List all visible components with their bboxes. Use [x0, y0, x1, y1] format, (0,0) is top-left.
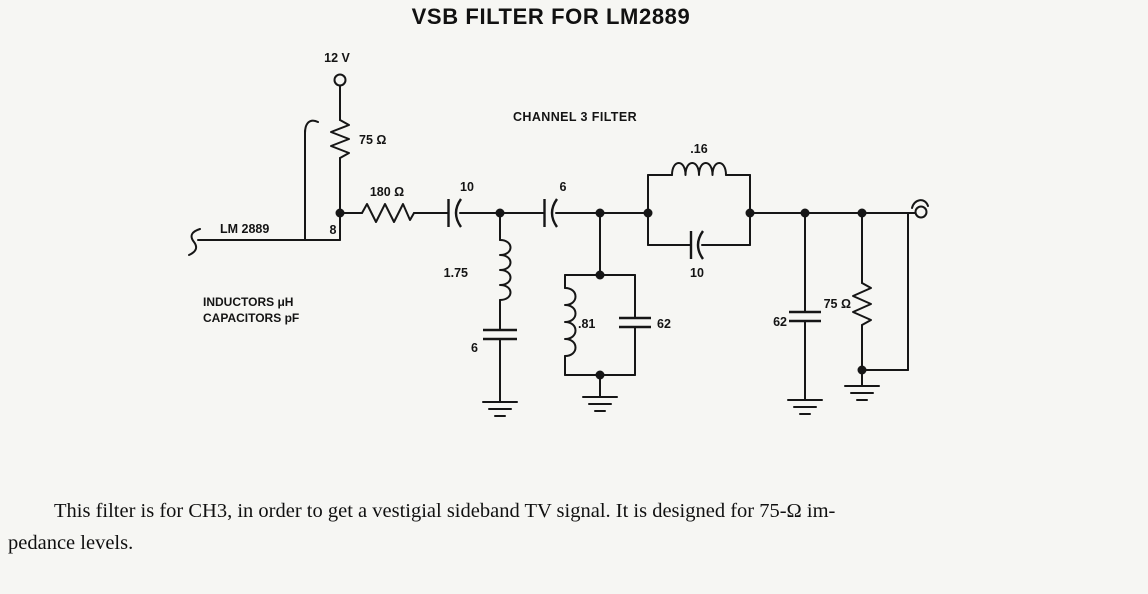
series-cap1-label: 10	[460, 180, 474, 194]
resistor-zigzag	[852, 282, 872, 326]
shunt1-cap-label: 6	[471, 341, 478, 355]
resistor-zigzag	[361, 203, 415, 223]
trap-section: .16 10	[647, 142, 751, 280]
supply-voltage-label: 12 V	[324, 51, 350, 65]
caption: This filter is for CH3, in order to get …	[8, 496, 1134, 560]
junction-dot	[857, 365, 867, 375]
series-resistor-label: 180 Ω	[370, 185, 404, 199]
caption-line-1: This filter is for CH3, in order to get …	[54, 500, 836, 522]
series-cap2-label: 6	[560, 180, 567, 194]
caption-line-2: pedance levels.	[8, 531, 134, 554]
output-resistor-branch: 75 Ω	[824, 212, 909, 401]
capacitor-plate	[454, 198, 462, 228]
filter-subtitle: CHANNEL 3 FILTER	[513, 110, 637, 124]
junction-dot	[857, 208, 867, 218]
capacitor-plate	[550, 198, 558, 228]
output-resistor-label: 75 Ω	[824, 297, 851, 311]
shield-hook	[304, 119, 319, 134]
page-title: VSB FILTER FOR LM2889	[412, 4, 691, 29]
shunt1-inductor-label: 1.75	[444, 266, 468, 280]
output-hook	[911, 199, 929, 209]
ic-label: LM 2889	[220, 222, 269, 236]
junction-dot	[800, 208, 810, 218]
tank-branch: .81 62	[564, 212, 671, 412]
shunt-branch-1: 1.75 6	[444, 212, 518, 417]
supply-branch: 12 V 75 Ω	[324, 51, 386, 214]
ground-symbol	[844, 385, 880, 401]
ground-symbol	[482, 401, 518, 417]
junction-dots	[335, 208, 867, 380]
supply-resistor-label: 75 Ω	[359, 133, 386, 147]
output-cap-branch: 62	[773, 212, 823, 415]
tank-inductor-label: .81	[578, 317, 595, 331]
input-section: LM 2889 8	[188, 119, 341, 256]
junction-dot	[745, 208, 755, 218]
trap-cap-label: 10	[690, 266, 704, 280]
junction-dot	[335, 208, 345, 218]
output-cap-label: 62	[773, 315, 787, 329]
junction-dot	[595, 270, 605, 280]
schematic-svg: VSB FILTER FOR LM2889 CHANNEL 3 FILTER L…	[188, 4, 929, 417]
output-terminal-circle	[914, 205, 928, 219]
input-hook	[188, 228, 201, 256]
inductor-coil	[671, 162, 727, 176]
series-chain: 180 Ω 10 6	[339, 180, 917, 228]
inductor-coil	[499, 239, 512, 301]
capacitor-plate	[696, 230, 704, 260]
pin-label: 8	[330, 223, 337, 237]
resistor-zigzag	[330, 119, 350, 159]
units-note: INDUCTORS μH CAPACITORS pF	[203, 295, 299, 325]
junction-dot	[643, 208, 653, 218]
inductor-coil	[564, 287, 577, 357]
tank-cap-label: 62	[657, 317, 671, 331]
junction-dot	[595, 370, 605, 380]
junction-dot	[595, 208, 605, 218]
supply-terminal	[333, 73, 347, 87]
junction-dot	[495, 208, 505, 218]
trap-inductor-label: .16	[690, 142, 707, 156]
note-inductors: INDUCTORS μH	[203, 295, 293, 309]
note-capacitors: CAPACITORS pF	[203, 311, 299, 325]
output-terminal	[911, 199, 929, 219]
ground-symbol	[787, 399, 823, 415]
ground-symbol	[582, 396, 618, 412]
